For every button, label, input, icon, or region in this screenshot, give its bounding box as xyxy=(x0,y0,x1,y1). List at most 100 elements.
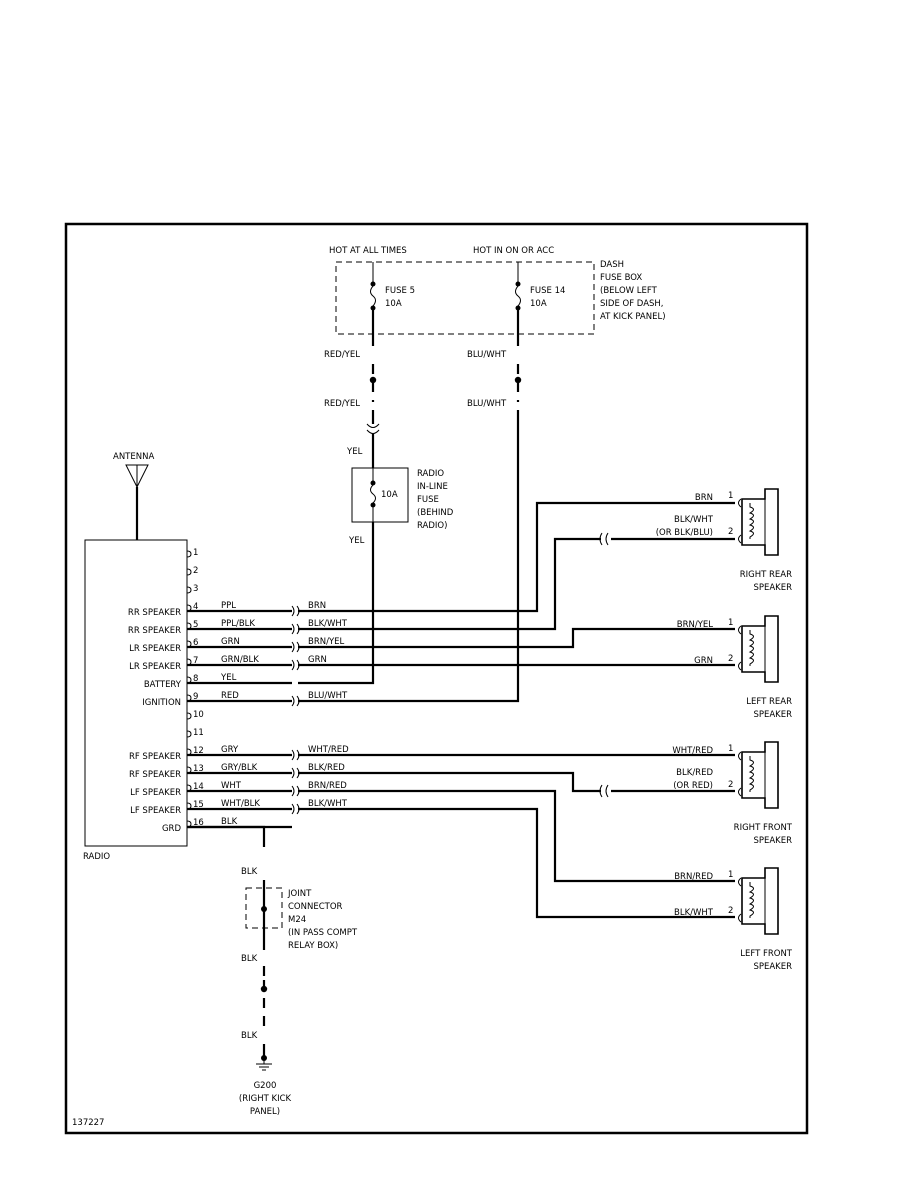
pin-number: 15 xyxy=(193,800,204,810)
pin-number: 4 xyxy=(193,602,198,612)
speaker-name: RIGHT FRONT xyxy=(734,823,793,833)
wire-color: BLK/WHT xyxy=(308,619,348,629)
speaker-name: LEFT FRONT xyxy=(740,949,793,959)
radio-unit: RADIO xyxy=(83,539,188,862)
pin-number: 3 xyxy=(193,584,198,594)
figure-id: 137227 xyxy=(72,1118,104,1128)
svg-text:(RIGHT KICK: (RIGHT KICK xyxy=(239,1094,292,1104)
pin-function: RR SPEAKER xyxy=(128,608,181,618)
svg-text:RADIO): RADIO) xyxy=(417,521,447,531)
pin-function: BATTERY xyxy=(144,680,182,690)
inline-fuse-label: RADIO IN-LINE FUSE (BEHIND RADIO) xyxy=(417,469,454,531)
svg-text:M24: M24 xyxy=(288,915,306,925)
svg-text:G200: G200 xyxy=(254,1081,277,1091)
wire-color: PPL/BLK xyxy=(221,619,255,629)
antenna: ANTENNA xyxy=(113,452,154,540)
pin-function: RF SPEAKER xyxy=(129,752,181,762)
wire-color: BRN/YEL xyxy=(308,637,345,647)
speaker-wire-1-color: BRN xyxy=(695,493,713,503)
wire-color: GRY xyxy=(221,745,239,755)
pin-number: 13 xyxy=(193,764,204,774)
svg-text:YEL: YEL xyxy=(346,447,363,457)
svg-text:PANEL): PANEL) xyxy=(250,1107,280,1117)
pin-function: RR SPEAKER xyxy=(128,626,181,636)
pin-function: RF SPEAKER xyxy=(129,770,181,780)
wire-color: GRN xyxy=(308,655,327,665)
wire-color: BLK/RED xyxy=(308,763,345,773)
speaker-pin-1: 1 xyxy=(728,618,733,628)
speaker-pin-1: 1 xyxy=(728,870,733,880)
speaker-wire-1-color: WHT/RED xyxy=(672,746,713,756)
speaker-pin-2: 2 xyxy=(728,780,733,790)
wire-color: YEL xyxy=(220,673,237,683)
radio-label: RADIO xyxy=(83,852,110,862)
speaker-wire-2-color: GRN xyxy=(694,656,713,666)
svg-text:RADIO: RADIO xyxy=(417,469,444,479)
wire-color: BLK xyxy=(221,817,238,827)
speaker-pin-1: 1 xyxy=(728,491,733,501)
fuse-box-label: DASH FUSE BOX (BELOW LEFT SIDE OF DASH, … xyxy=(600,260,666,322)
fuse-box-outline xyxy=(335,261,595,335)
radio-pin-13: 13 RF SPEAKER GRY/BLK BLK/RED xyxy=(129,763,345,780)
wire-color: GRY/BLK xyxy=(221,763,258,773)
radio-pin-5: 5 RR SPEAKER PPL/BLK BLK/WHT xyxy=(128,619,348,636)
svg-text:IN-LINE: IN-LINE xyxy=(417,482,448,492)
svg-text:RED/YEL: RED/YEL xyxy=(324,350,360,360)
svg-text:BLK: BLK xyxy=(241,867,258,877)
pin-number: 1 xyxy=(193,548,198,558)
ground-circuit: BLK JOINT CONNECTOR M24 (IN PASS COMPT R… xyxy=(187,825,358,1117)
wire-color: BLU/WHT xyxy=(308,691,348,701)
wire-color: WHT/BLK xyxy=(221,799,260,809)
pin-function: LF SPEAKER xyxy=(130,788,181,798)
svg-text:(BELOW LEFT: (BELOW LEFT xyxy=(600,286,658,296)
wire-color: WHT xyxy=(221,781,242,791)
fuse-5-amps: 10A xyxy=(385,299,402,309)
antenna-label: ANTENNA xyxy=(113,452,154,462)
radio-pin-7: 7 LR SPEAKER GRN/BLK GRN xyxy=(129,655,327,672)
yel-wire-label: YEL xyxy=(348,536,365,546)
wire-color: BRN xyxy=(308,601,326,611)
pin-function: IGNITION xyxy=(142,698,181,708)
svg-text:BLK: BLK xyxy=(241,1031,258,1041)
dash-fuse-box: HOT AT ALL TIMES HOT IN ON OR ACC DASH F… xyxy=(329,246,666,335)
radio-pin-10: 10 xyxy=(186,710,204,720)
pin-function: LR SPEAKER xyxy=(129,662,181,672)
speaker-name: RIGHT REAR xyxy=(740,570,792,580)
speakers: 1 2 BRN BLK/WHT (OR BLK/BLU) RIGHT REAR SPEAKE… xyxy=(656,488,793,972)
wire-color: GRN/BLK xyxy=(221,655,259,665)
fuse-5-name: FUSE 5 xyxy=(385,286,415,296)
svg-text:RELAY BOX): RELAY BOX) xyxy=(288,941,338,951)
ignition-feed-wire: BLU/WHT BLU/WHT xyxy=(298,334,522,703)
svg-text:FUSE BOX: FUSE BOX xyxy=(600,273,642,283)
pin-function: LR SPEAKER xyxy=(129,644,181,654)
wire-color: WHT/RED xyxy=(308,745,349,755)
pin-number: 5 xyxy=(193,620,198,630)
pin-function: GRD xyxy=(162,824,181,834)
radio-pin-1: 1 xyxy=(186,548,198,558)
speaker-name: SPEAKER xyxy=(753,710,792,720)
speaker-wire-2-color: BLK/WHT xyxy=(674,515,714,525)
svg-text:FUSE: FUSE xyxy=(417,495,439,505)
speaker-wire-2-color: (OR RED) xyxy=(673,781,713,791)
fuse-14-name: FUSE 14 xyxy=(530,286,565,296)
ground-g200-label: G200 (RIGHT KICK PANEL) xyxy=(239,1081,292,1117)
joint-connector-label: JOINT CONNECTOR M24 (IN PASS COMPT RELAY… xyxy=(287,889,358,951)
pin-number: 16 xyxy=(193,818,204,828)
svg-text:(BEHIND: (BEHIND xyxy=(417,508,454,518)
speaker-wire-2-color: (OR BLK/BLU) xyxy=(656,528,713,538)
radio-pin-3: 3 xyxy=(186,584,198,594)
pin-number: 7 xyxy=(193,656,198,666)
svg-text:BLU/WHT: BLU/WHT xyxy=(467,399,507,409)
svg-text:BLU/WHT: BLU/WHT xyxy=(467,350,507,360)
battery-feed-wire: RED/YEL RED/YEL YEL xyxy=(324,334,380,468)
inline-fuse-amps: 10A xyxy=(381,490,398,500)
